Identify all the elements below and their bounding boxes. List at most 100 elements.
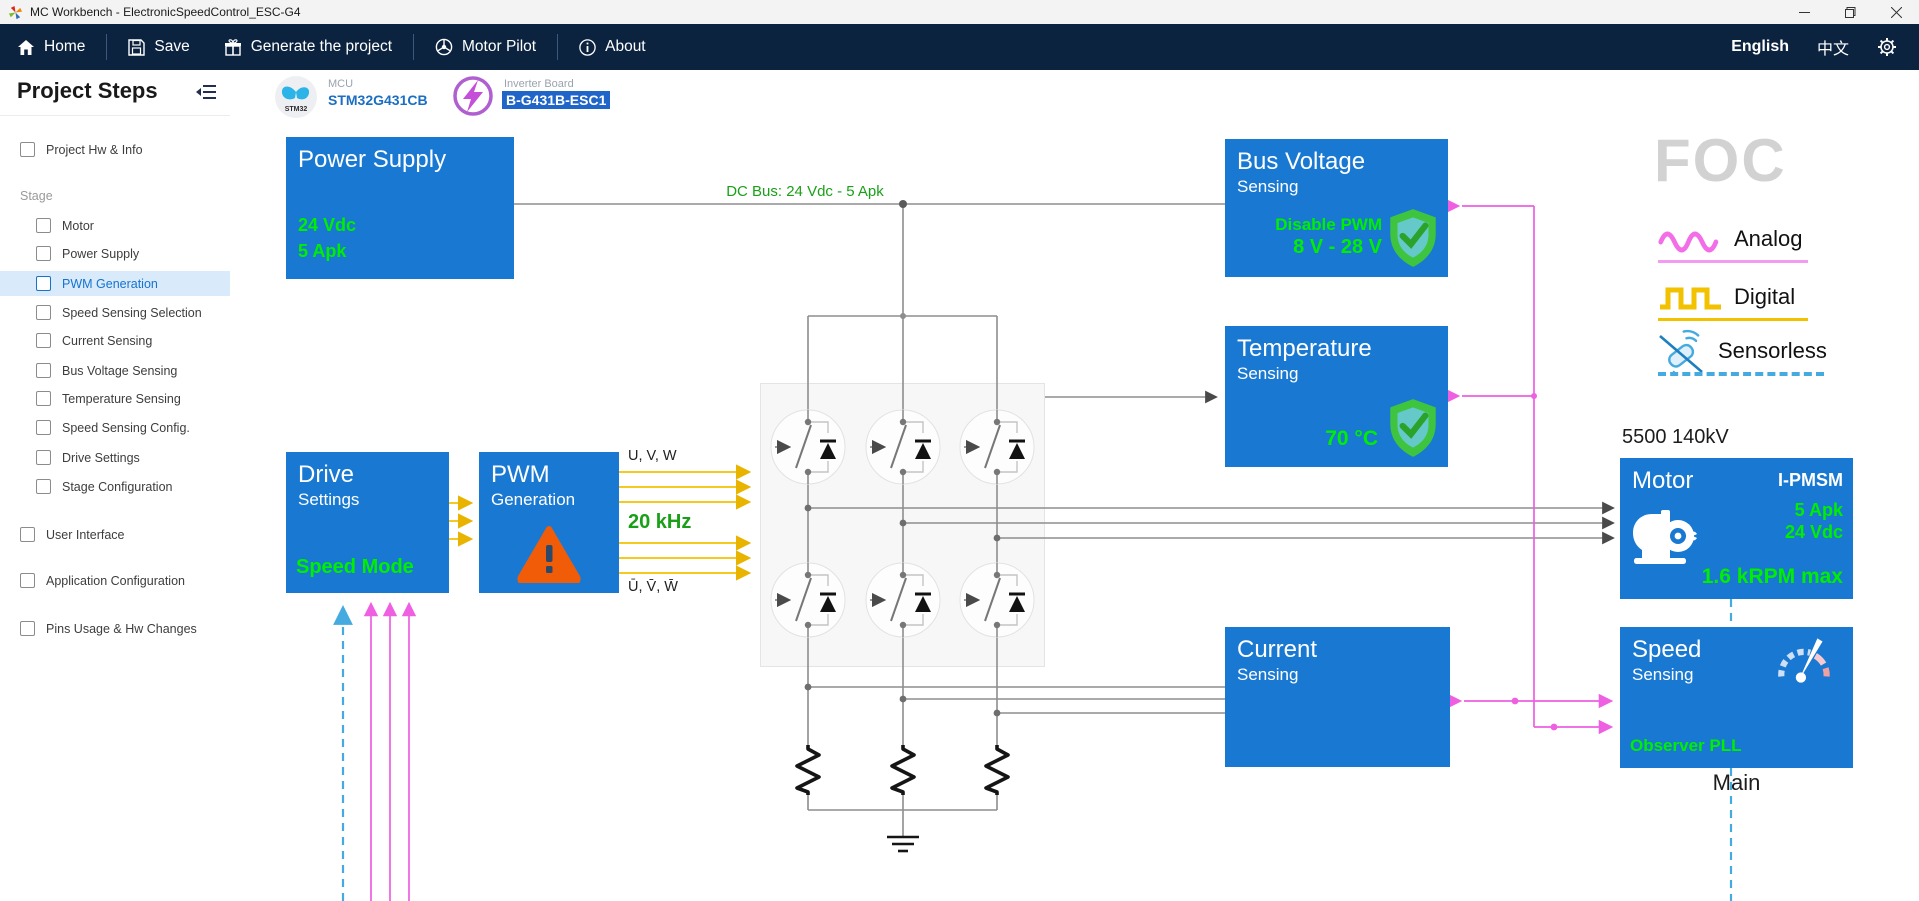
protection-shield-icon: [1390, 209, 1436, 267]
window-title: MC Workbench - ElectronicSpeedControl_ES…: [30, 5, 301, 19]
nav-generate-project[interactable]: Generate the project: [207, 24, 409, 70]
uvw-label: U, V, W: [628, 448, 677, 464]
collapse-sidebar-icon[interactable]: [196, 83, 216, 101]
motor-rpm: 1.6 kRPM max: [1701, 565, 1843, 588]
checkbox[interactable]: [20, 573, 35, 588]
sidebar-item-project-hw-info[interactable]: Project Hw & Info: [0, 137, 230, 162]
sidebar-item-pins-usage-hw-changes[interactable]: Pins Usage & Hw Changes: [0, 616, 230, 641]
checkbox[interactable]: [20, 142, 35, 157]
gift-icon: [224, 38, 241, 56]
uvw-complement-label: Ū, V̄, W̄: [628, 579, 678, 595]
motor-voltage: 24 Vdc: [1784, 522, 1843, 542]
nav-separator: [557, 34, 559, 60]
checkbox[interactable]: [36, 391, 51, 406]
temperature-sensing-block[interactable]: Temperature Sensing 70 °C: [1225, 326, 1448, 467]
speedometer-icon: [1778, 638, 1830, 683]
pwm-frequency-label: 20 kHz: [628, 511, 692, 533]
power-supply-block[interactable]: Power Supply 24 Vdc 5 Apk: [286, 137, 514, 279]
checkbox[interactable]: [36, 333, 51, 348]
titlebar: MC Workbench - ElectronicSpeedControl_ES…: [0, 0, 1919, 25]
settings-gear-icon[interactable]: [1877, 37, 1897, 57]
diagram-canvas: STM32 MCU STM32G431CB Inverter Board B-G…: [230, 70, 1919, 901]
checkbox[interactable]: [20, 621, 35, 636]
nav-save[interactable]: Save: [111, 24, 206, 70]
checkbox[interactable]: [36, 246, 51, 261]
inverter-board-label: Inverter Board: [504, 78, 574, 90]
sidebar-item-speed-sensing-selection[interactable]: Speed Sensing Selection: [0, 300, 230, 325]
maximize-button[interactable]: [1827, 0, 1873, 24]
sidebar-section-stage: Stage: [20, 189, 53, 203]
language-english[interactable]: English: [1731, 38, 1789, 55]
checkbox[interactable]: [36, 420, 51, 435]
speed-algorithm: Observer PLL: [1630, 736, 1742, 755]
checkbox[interactable]: [36, 363, 51, 378]
sidebar-item-speed-sensing-config[interactable]: Speed Sensing Config.: [0, 415, 230, 440]
svg-text:STM32: STM32: [285, 106, 308, 113]
bus-voltage-sensing-block[interactable]: Bus Voltage Sensing Disable PWM 8 V - 28…: [1225, 139, 1448, 277]
sidebar-item-user-interface[interactable]: User Interface: [0, 522, 230, 547]
speed-sensing-block[interactable]: Speed Sensing Observer PLL: [1620, 627, 1853, 768]
sidebar-title: Project Steps: [17, 78, 158, 103]
legend-sensorless-label: Sensorless: [1718, 338, 1827, 363]
legend-digital-label: Digital: [1734, 284, 1796, 309]
checkbox[interactable]: [36, 276, 51, 291]
legend-digital-line: [1658, 318, 1808, 321]
sidebar-item-motor[interactable]: Motor: [0, 213, 230, 238]
close-button[interactable]: [1873, 0, 1919, 24]
legend-sensorless-line: [1658, 372, 1824, 376]
nav-home[interactable]: Home: [0, 24, 102, 70]
nav-motor-pilot[interactable]: Motor Pilot: [418, 24, 553, 70]
pwm-generation-block[interactable]: PWM Generation: [479, 452, 619, 593]
nav-separator: [413, 34, 415, 60]
motor-caption: 5500 140kV: [1622, 426, 1729, 448]
sidebar-item-drive-settings[interactable]: Drive Settings: [0, 445, 230, 470]
sidebar-item-current-sensing[interactable]: Current Sensing: [0, 328, 230, 353]
inverter-bridge-panel: [760, 383, 1045, 667]
inverter-board-icon: [453, 76, 493, 116]
sidebar-item-temperature-sensing[interactable]: Temperature Sensing: [0, 386, 230, 411]
sidebar-item-pwm-generation[interactable]: PWM Generation: [0, 271, 230, 296]
warning-icon: [517, 526, 581, 583]
legend-analog-label: Analog: [1734, 226, 1803, 251]
sensorless-legend-icon: [1659, 329, 1703, 376]
analog-legend-icon: [1658, 231, 1719, 253]
navbar: Home Save Generate the project Motor Pil…: [0, 24, 1919, 70]
mcu-label: MCU: [328, 78, 354, 90]
checkbox[interactable]: [36, 218, 51, 233]
digital-legend-icon: [1660, 287, 1721, 310]
motor-pilot-icon: [435, 38, 453, 56]
mcu-value[interactable]: STM32G431CB: [328, 92, 428, 108]
nav-about[interactable]: About: [562, 24, 663, 70]
checkbox[interactable]: [36, 450, 51, 465]
nav-separator: [106, 34, 108, 60]
drive-settings-block[interactable]: Drive Settings Speed Mode: [286, 452, 449, 593]
main-caption: Main: [1712, 770, 1761, 795]
checkbox[interactable]: [36, 479, 51, 494]
checkbox[interactable]: [36, 305, 51, 320]
motor-current: 5 Apk: [1794, 500, 1843, 520]
app-icon: [8, 5, 23, 19]
save-icon: [128, 38, 146, 56]
motor-icon: [1633, 510, 1697, 564]
sidebar-item-bus-voltage-sensing[interactable]: Bus Voltage Sensing: [0, 358, 230, 383]
motor-type: I-PMSM: [1778, 470, 1843, 490]
checkbox[interactable]: [20, 527, 35, 542]
current-sensing-block[interactable]: Current Sensing: [1225, 627, 1450, 767]
motor-block[interactable]: Motor I-PMSM 5 Apk 24 Vdc 1.6 kRPM max: [1620, 458, 1853, 599]
minimize-button[interactable]: [1781, 0, 1827, 24]
dc-bus-label: DC Bus: 24 Vdc - 5 Apk: [726, 183, 884, 200]
foc-label: FOC: [1654, 127, 1787, 194]
protection-shield-icon: [1390, 399, 1436, 457]
sidebar-item-stage-configuration[interactable]: Stage Configuration: [0, 474, 230, 499]
language-chinese[interactable]: 中文: [1816, 41, 1849, 58]
inverter-board-value[interactable]: B-G431B-ESC1: [502, 91, 611, 109]
sidebar-divider: [0, 115, 230, 116]
info-icon: [579, 38, 596, 56]
ground-symbol: [887, 835, 919, 853]
sidebar-item-application-configuration[interactable]: Application Configuration: [0, 568, 230, 593]
sidebar-project-steps: Project Steps Project Hw & Info Stage Mo…: [0, 70, 231, 901]
stm32-logo: STM32: [275, 76, 317, 118]
home-icon: [18, 39, 34, 55]
sidebar-item-power-supply[interactable]: Power Supply: [0, 241, 230, 266]
